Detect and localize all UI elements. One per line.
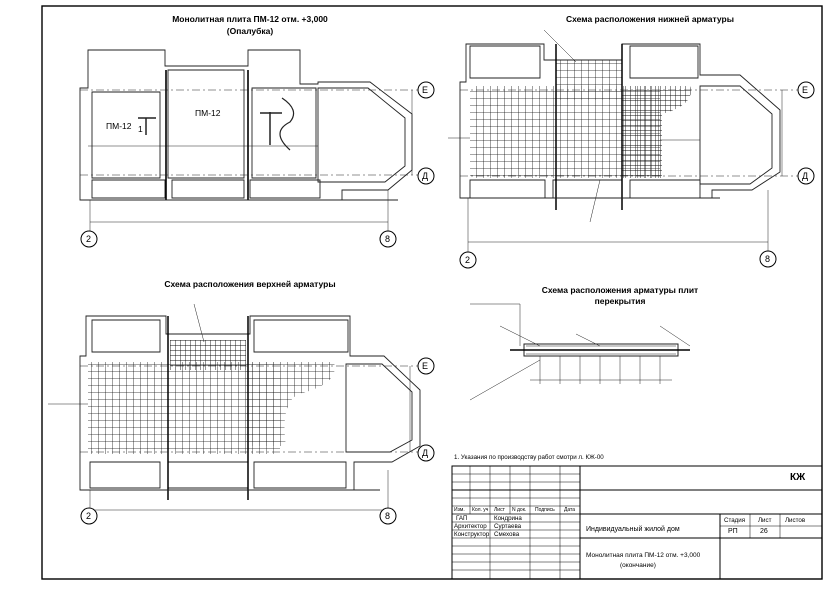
top-rebar-plan-title: Схема расположения верхней арматуры [164,279,336,289]
tb-sheet-value: 26 [760,528,768,535]
bottom-mesh-right [622,86,691,178]
bottom-mesh-upper [556,60,622,100]
tb-role-constructor: Конструктор [454,531,490,538]
axis-label-8-3: 8 [385,511,391,521]
tb-sheet-header: Лист [758,517,772,524]
sheet-title-line1: Монолитная плита ПМ-12 отм. +3,000 [586,552,701,559]
slab-label-left: ПМ-12 [106,121,132,131]
axis-label-e-2: Е [802,85,809,95]
section-mark-number: 1 [138,124,143,134]
slab-label-center: ПМ-12 [195,108,221,118]
tb-header-kol: Кол. уч [472,507,489,513]
top-mesh-upper [170,340,246,370]
tb-header-izm: Изм. [454,507,465,513]
axis-label-8-1: 8 [385,234,391,244]
axis-label-2-3: 2 [86,511,92,521]
tb-name-1: Кондрина [494,515,522,522]
axis-label-d-3: Д [422,448,429,458]
plan-formwork [79,49,425,232]
axis-label-2-2: 2 [465,255,471,265]
tb-role-architect: Архитектор [454,523,487,530]
tb-header-data: Дата [564,507,576,513]
plan-top-axis-bubbles [80,357,435,525]
plan-bottom-rebar [448,29,800,252]
top-mesh-right [246,362,335,446]
tb-name-3: Смехова [494,531,520,538]
formwork-plan-title: Монолитная плита ПМ-12 отм. +3,000 [172,14,328,24]
title-block [451,465,823,580]
axis-label-e-1: Е [422,85,429,95]
sheet-frame [41,5,823,580]
axis-label-e-3: Е [422,361,429,371]
project-name: Индивидуальный жилой дом [586,526,680,533]
plan-formwork-axis-bubbles [80,81,435,248]
bottom-rebar-plan-title: Схема расположения нижней арматуры [566,14,734,24]
formwork-plan-subtitle: (Опалубка) [226,26,274,36]
tb-stage-header: Стадия [724,517,746,524]
plan-top-rebar [48,303,421,520]
tb-header-ndok: N док. [512,507,527,513]
tb-sheets-header: Листов [785,517,806,524]
tb-role-gap: ГАП [456,515,468,522]
stamp-code: КЖ [790,472,806,483]
plan-bottom-axis-bubbles [459,81,815,269]
axis-label-d-2: Д [802,171,809,181]
axis-label-d-1: Д [422,171,429,181]
general-note: 1. Указания по производству работ смотри… [454,454,604,461]
section-title-line1: Схема расположения арматуры плит [541,285,699,295]
axis-label-2-1: 2 [86,234,92,244]
axis-label-8-2: 8 [765,254,771,264]
tb-stage-value: РП [728,528,738,535]
sheet-title-line2: (окончание) [620,562,656,569]
tb-header-podpis: Подпись [535,507,555,513]
tb-header-list: Лист [494,507,505,513]
section-title-line2: перекрытия [594,296,646,306]
tb-name-2: Суртаева [494,523,522,530]
section-detail [469,303,691,401]
